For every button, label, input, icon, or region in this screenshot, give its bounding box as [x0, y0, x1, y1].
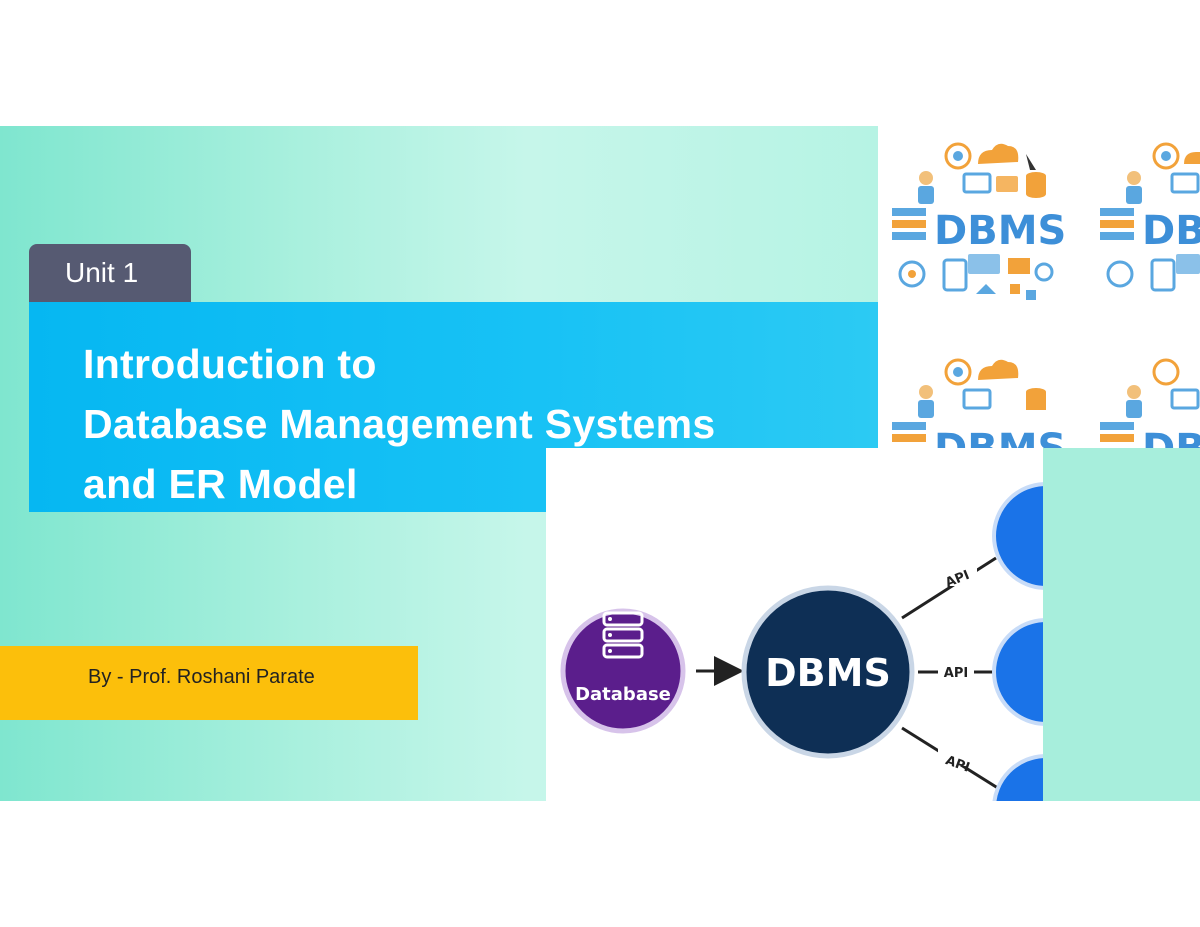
slide-title: Introduction to Database Management Syst… — [83, 334, 715, 514]
api-label-middle: API — [944, 666, 968, 681]
dbms-icon-label-lower-partial: DB — [1142, 426, 1200, 448]
dbms-icon-tile-partial: DB — [1100, 142, 1200, 292]
dbms-label: DBMS — [765, 651, 891, 695]
cursor-icon — [1026, 154, 1036, 178]
dbms-icon-tile: DBMS — [892, 142, 1066, 300]
title-line-3: and ER Model — [83, 461, 358, 507]
database-node: Database — [560, 608, 686, 734]
author-text: By - Prof. Roshani Parate — [88, 666, 315, 688]
dbms-node: DBMS — [741, 585, 915, 759]
dbms-icon-tile-lower: DBMS DB — [892, 358, 1200, 472]
database-label: Database — [575, 684, 671, 705]
dbms-icons-image: DBMS DB — [878, 126, 1200, 472]
dbms-icon-label-lower: DBMS — [934, 426, 1066, 448]
dbms-icon-label-partial: DB — [1142, 208, 1200, 254]
title-line-1: Introduction to — [83, 341, 377, 387]
client-node-middle — [992, 618, 1043, 726]
client-node-bottom — [992, 754, 1043, 801]
unit-tab: Unit 1 — [29, 244, 191, 302]
title-band: Introduction to Database Management Syst… — [29, 302, 878, 512]
author-band: By - Prof. Roshani Parate — [0, 646, 418, 720]
right-accent-strip — [1043, 448, 1200, 801]
dbms-diagram-image: Database DBMS API API API — [546, 448, 1043, 801]
dbms-icon-label: DBMS — [934, 208, 1066, 254]
title-line-2: Database Management Systems — [83, 401, 716, 447]
server-stack-icon — [602, 611, 644, 659]
api-connector-top — [901, 556, 997, 620]
client-node-top — [992, 482, 1043, 590]
unit-label: Unit 1 — [65, 257, 139, 288]
slide: Unit 1 Introduction to Database Manageme… — [0, 126, 1200, 801]
